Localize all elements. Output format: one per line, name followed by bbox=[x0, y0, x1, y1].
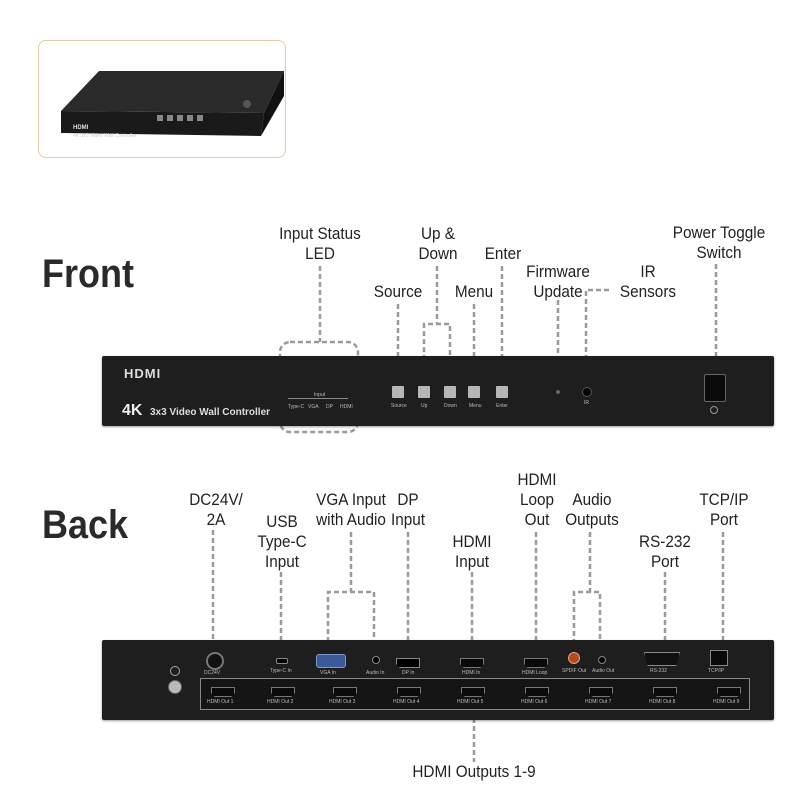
audio-out-jack[interactable] bbox=[598, 656, 606, 664]
hdmi-out-5-port[interactable] bbox=[461, 687, 485, 697]
hdmi-out-7-label: HDMI Out 7 bbox=[585, 699, 612, 705]
hdmi-out-4-label: HDMI Out 4 bbox=[393, 699, 420, 705]
callout-tcpip: TCP/IP Port bbox=[699, 490, 749, 529]
down-button[interactable] bbox=[444, 386, 456, 398]
audio-in-jack[interactable] bbox=[372, 656, 380, 664]
hdmi-in-port[interactable] bbox=[460, 658, 484, 668]
up-button[interactable] bbox=[418, 386, 430, 398]
callout-up-down: Up & Down bbox=[418, 224, 458, 263]
dc-power-jack[interactable] bbox=[206, 652, 224, 670]
usb-c-port-label: Type-C In bbox=[270, 668, 292, 674]
tcpip-port[interactable] bbox=[710, 650, 728, 666]
menu-button-label: Menu bbox=[469, 403, 482, 409]
back-title: Back bbox=[42, 503, 129, 547]
front-model: 4K bbox=[122, 402, 143, 419]
source-button[interactable] bbox=[392, 386, 404, 398]
product-photo-illustration bbox=[61, 71, 284, 136]
led-label-typec: Type-C bbox=[288, 404, 305, 410]
rs232-port-label: RS-232 bbox=[650, 668, 667, 674]
callout-dp: DP Input bbox=[390, 490, 426, 529]
hdmi-out-6-label: HDMI Out 6 bbox=[521, 699, 548, 705]
callout-power-toggle: Power Toggle Switch bbox=[672, 223, 766, 262]
hdmi-out-9-port[interactable] bbox=[717, 687, 741, 697]
ir-sensor-label: IR bbox=[584, 400, 589, 406]
down-button-label: Down bbox=[444, 403, 457, 409]
callout-ir-sensors: IR Sensors bbox=[619, 262, 677, 301]
front-brand-logo: HDMI bbox=[124, 366, 162, 381]
callout-input-status-led: Input Status LED bbox=[279, 224, 361, 263]
rs232-port[interactable] bbox=[644, 652, 680, 666]
audio-in-label: Audio In bbox=[366, 670, 385, 676]
callout-hdmi-input: HDMI Input bbox=[452, 532, 492, 571]
callout-firmware-update: Firmware Update bbox=[526, 262, 590, 301]
hdmi-in-label: HDMI In bbox=[462, 670, 481, 676]
hdmi-out-1-label: HDMI Out 1 bbox=[207, 699, 234, 705]
vga-port-label: VGA In bbox=[320, 670, 336, 676]
ir-sensor bbox=[582, 387, 592, 397]
product-photo: HDMI 4K 3x3 Video Wall Controller bbox=[38, 40, 286, 158]
front-subtitle: 3x3 Video Wall Controller bbox=[150, 407, 271, 418]
firmware-update-pinhole[interactable] bbox=[556, 390, 560, 394]
hdmi-out-3-label: HDMI Out 3 bbox=[329, 699, 356, 705]
hdmi-out-6-port[interactable] bbox=[525, 687, 549, 697]
hdmi-out-4-port[interactable] bbox=[397, 687, 421, 697]
callout-dc: DC24V/ 2A bbox=[189, 490, 243, 529]
up-button-label: Up bbox=[421, 403, 428, 409]
enter-button[interactable] bbox=[496, 386, 508, 398]
photo-model-text: 4K 3x3 Video Wall Controller bbox=[73, 133, 137, 139]
hdmi-out-1-port[interactable] bbox=[211, 687, 235, 697]
enter-button-label: Enter bbox=[496, 403, 508, 409]
callout-hdmi-loop: HDMI Loop Out bbox=[517, 470, 557, 529]
audio-out-label: Audio Out bbox=[592, 668, 615, 674]
dc-port-label: DC24V bbox=[204, 670, 221, 676]
hdmi-out-7-port[interactable] bbox=[589, 687, 613, 697]
hdmi-out-8-port[interactable] bbox=[653, 687, 677, 697]
led-label-dp: DP bbox=[326, 404, 333, 410]
callout-enter: Enter bbox=[484, 244, 522, 263]
callout-usb-c: USB Type-C Input bbox=[257, 512, 307, 571]
tcpip-port-label: TCP/IP bbox=[708, 668, 725, 674]
hdmi-outputs-strip: HDMI Out 1 HDMI Out 2 HDMI Out 3 HDMI Ou… bbox=[200, 678, 750, 710]
hdmi-out-8-label: HDMI Out 8 bbox=[649, 699, 676, 705]
source-button-label: Source bbox=[391, 403, 407, 409]
ground-screw bbox=[168, 680, 182, 694]
hdmi-loop-out-port[interactable] bbox=[524, 658, 548, 668]
spdif-out-port[interactable] bbox=[568, 652, 580, 664]
front-panel: HDMI 4K 3x3 Video Wall Controller Input … bbox=[102, 356, 774, 426]
vga-port[interactable] bbox=[316, 654, 346, 668]
ground-icon bbox=[170, 666, 180, 676]
front-title: Front bbox=[42, 252, 134, 296]
callout-hdmi-outputs: HDMI Outputs 1-9 bbox=[412, 762, 536, 781]
hdmi-out-2-port[interactable] bbox=[271, 687, 295, 697]
hdmi-out-5-label: HDMI Out 5 bbox=[457, 699, 484, 705]
hdmi-out-9-label: HDMI Out 9 bbox=[713, 699, 740, 705]
input-group-label: Input bbox=[314, 392, 326, 398]
spdif-out-label: SPDIF Out bbox=[562, 668, 587, 674]
hdmi-loop-label: HDMI Loop bbox=[522, 670, 548, 676]
dp-port-label: DP In bbox=[402, 670, 415, 676]
callout-source: Source bbox=[373, 282, 423, 301]
menu-button[interactable] bbox=[468, 386, 480, 398]
callout-vga: VGA Input with Audio bbox=[316, 490, 386, 529]
led-label-hdmi: HDMI bbox=[340, 404, 353, 410]
dp-port[interactable] bbox=[396, 658, 420, 668]
callout-menu: Menu bbox=[454, 282, 494, 301]
input-group-line bbox=[288, 398, 348, 399]
callout-audio-outputs: Audio Outputs bbox=[565, 490, 619, 529]
power-toggle-switch[interactable] bbox=[704, 374, 726, 402]
callout-rs232: RS-232 Port bbox=[639, 532, 691, 571]
usb-c-port[interactable] bbox=[276, 658, 288, 664]
led-label-vga: VGA bbox=[308, 404, 319, 410]
power-icon bbox=[710, 406, 718, 414]
hdmi-out-2-label: HDMI Out 2 bbox=[267, 699, 294, 705]
photo-brand-logo: HDMI bbox=[73, 125, 89, 131]
hdmi-out-3-port[interactable] bbox=[333, 687, 357, 697]
